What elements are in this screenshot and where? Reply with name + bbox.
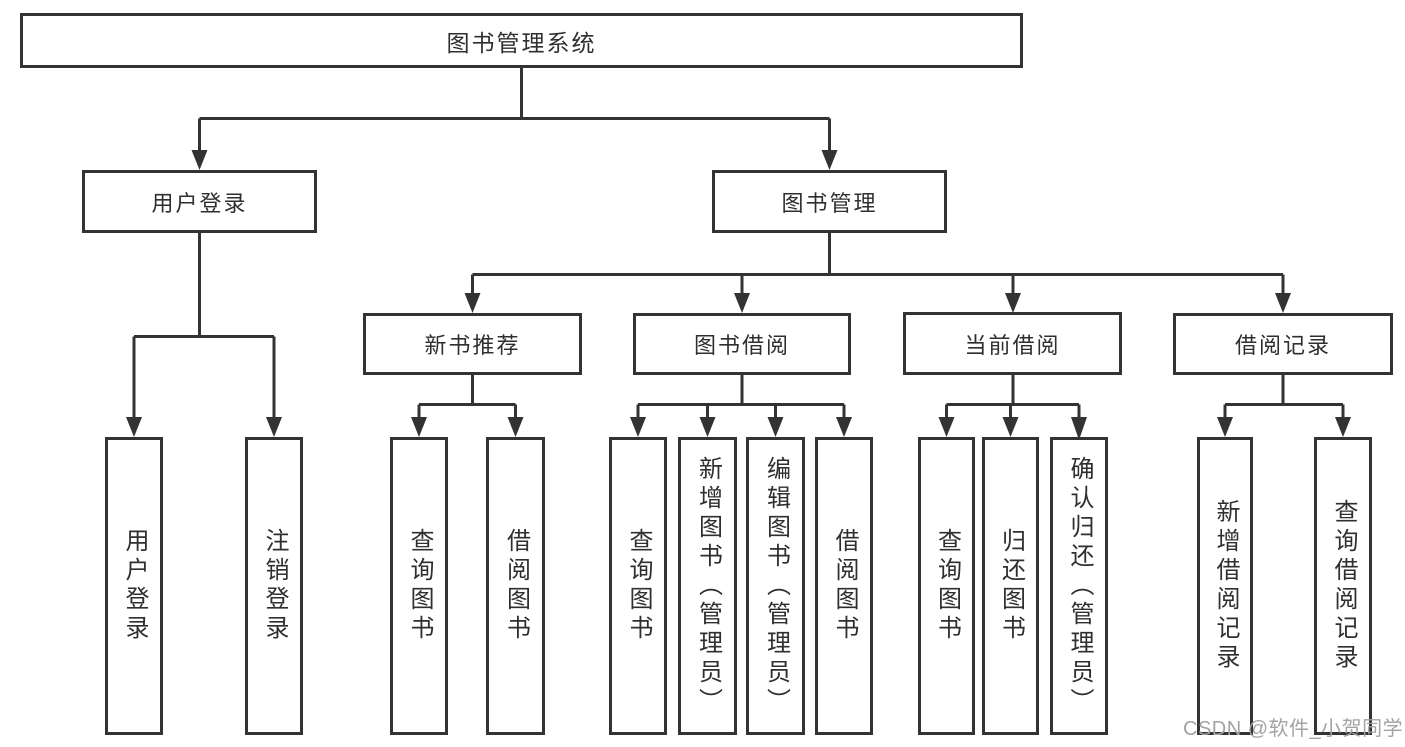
- node-user-login: 用户登录: [82, 170, 317, 233]
- node-label: 查询图书: [406, 528, 433, 644]
- node-label: 查询借阅记录: [1330, 499, 1357, 673]
- node-label: 借阅图书: [831, 528, 858, 644]
- node-label: 借阅图书: [502, 528, 530, 644]
- leaf-add-book-admin: 新增图书（管理员）: [678, 437, 737, 735]
- node-label: 用户登录: [151, 190, 248, 216]
- node-label: 图书管理系统: [446, 29, 597, 56]
- node-new-book-recommend: 新书推荐: [363, 313, 582, 375]
- node-label: 查询图书: [933, 528, 961, 644]
- leaf-user-login: 用户登录: [105, 437, 163, 735]
- node-system-root: 图书管理系统: [20, 13, 1023, 68]
- node-current-borrow: 当前借阅: [903, 312, 1122, 375]
- leaf-borrow-book-recommend: 借阅图书: [486, 437, 545, 735]
- node-label: 编辑图书（管理员）: [762, 455, 790, 717]
- node-label: 注销登录: [261, 528, 288, 644]
- node-label: 用户登录: [121, 528, 148, 644]
- leaf-logout: 注销登录: [245, 437, 303, 735]
- leaf-query-book: 查询图书: [609, 437, 667, 735]
- leaf-confirm-return-admin: 确认归还（管理员）: [1050, 437, 1108, 735]
- node-label: 借阅记录: [1234, 333, 1331, 358]
- leaf-query-book-recommend: 查询图书: [390, 437, 448, 735]
- node-label: 新增图书（管理员）: [694, 455, 722, 717]
- csdn-watermark: CSDN @软件_小贺同学: [1183, 718, 1404, 740]
- node-book-management: 图书管理: [712, 170, 947, 233]
- node-label: 确认归还（管理员）: [1066, 455, 1093, 717]
- node-label: 图书管理: [781, 190, 878, 216]
- leaf-edit-book-admin: 编辑图书（管理员）: [746, 437, 805, 735]
- leaf-query-book-current: 查询图书: [918, 437, 975, 735]
- leaf-borrow-book: 借阅图书: [815, 437, 873, 735]
- node-label: 归还图书: [997, 528, 1025, 644]
- node-label: 新书推荐: [424, 333, 521, 358]
- node-borrow-records: 借阅记录: [1173, 313, 1393, 375]
- node-book-borrow: 图书借阅: [633, 313, 851, 375]
- node-label: 新增借阅记录: [1212, 499, 1239, 673]
- node-label: 图书借阅: [693, 333, 790, 358]
- leaf-return-book: 归还图书: [982, 437, 1039, 735]
- node-label: 当前借阅: [964, 332, 1061, 358]
- node-label: 查询图书: [625, 528, 652, 644]
- leaf-add-borrow-record: 新增借阅记录: [1197, 437, 1253, 735]
- leaf-query-borrow-record: 查询借阅记录: [1314, 437, 1372, 735]
